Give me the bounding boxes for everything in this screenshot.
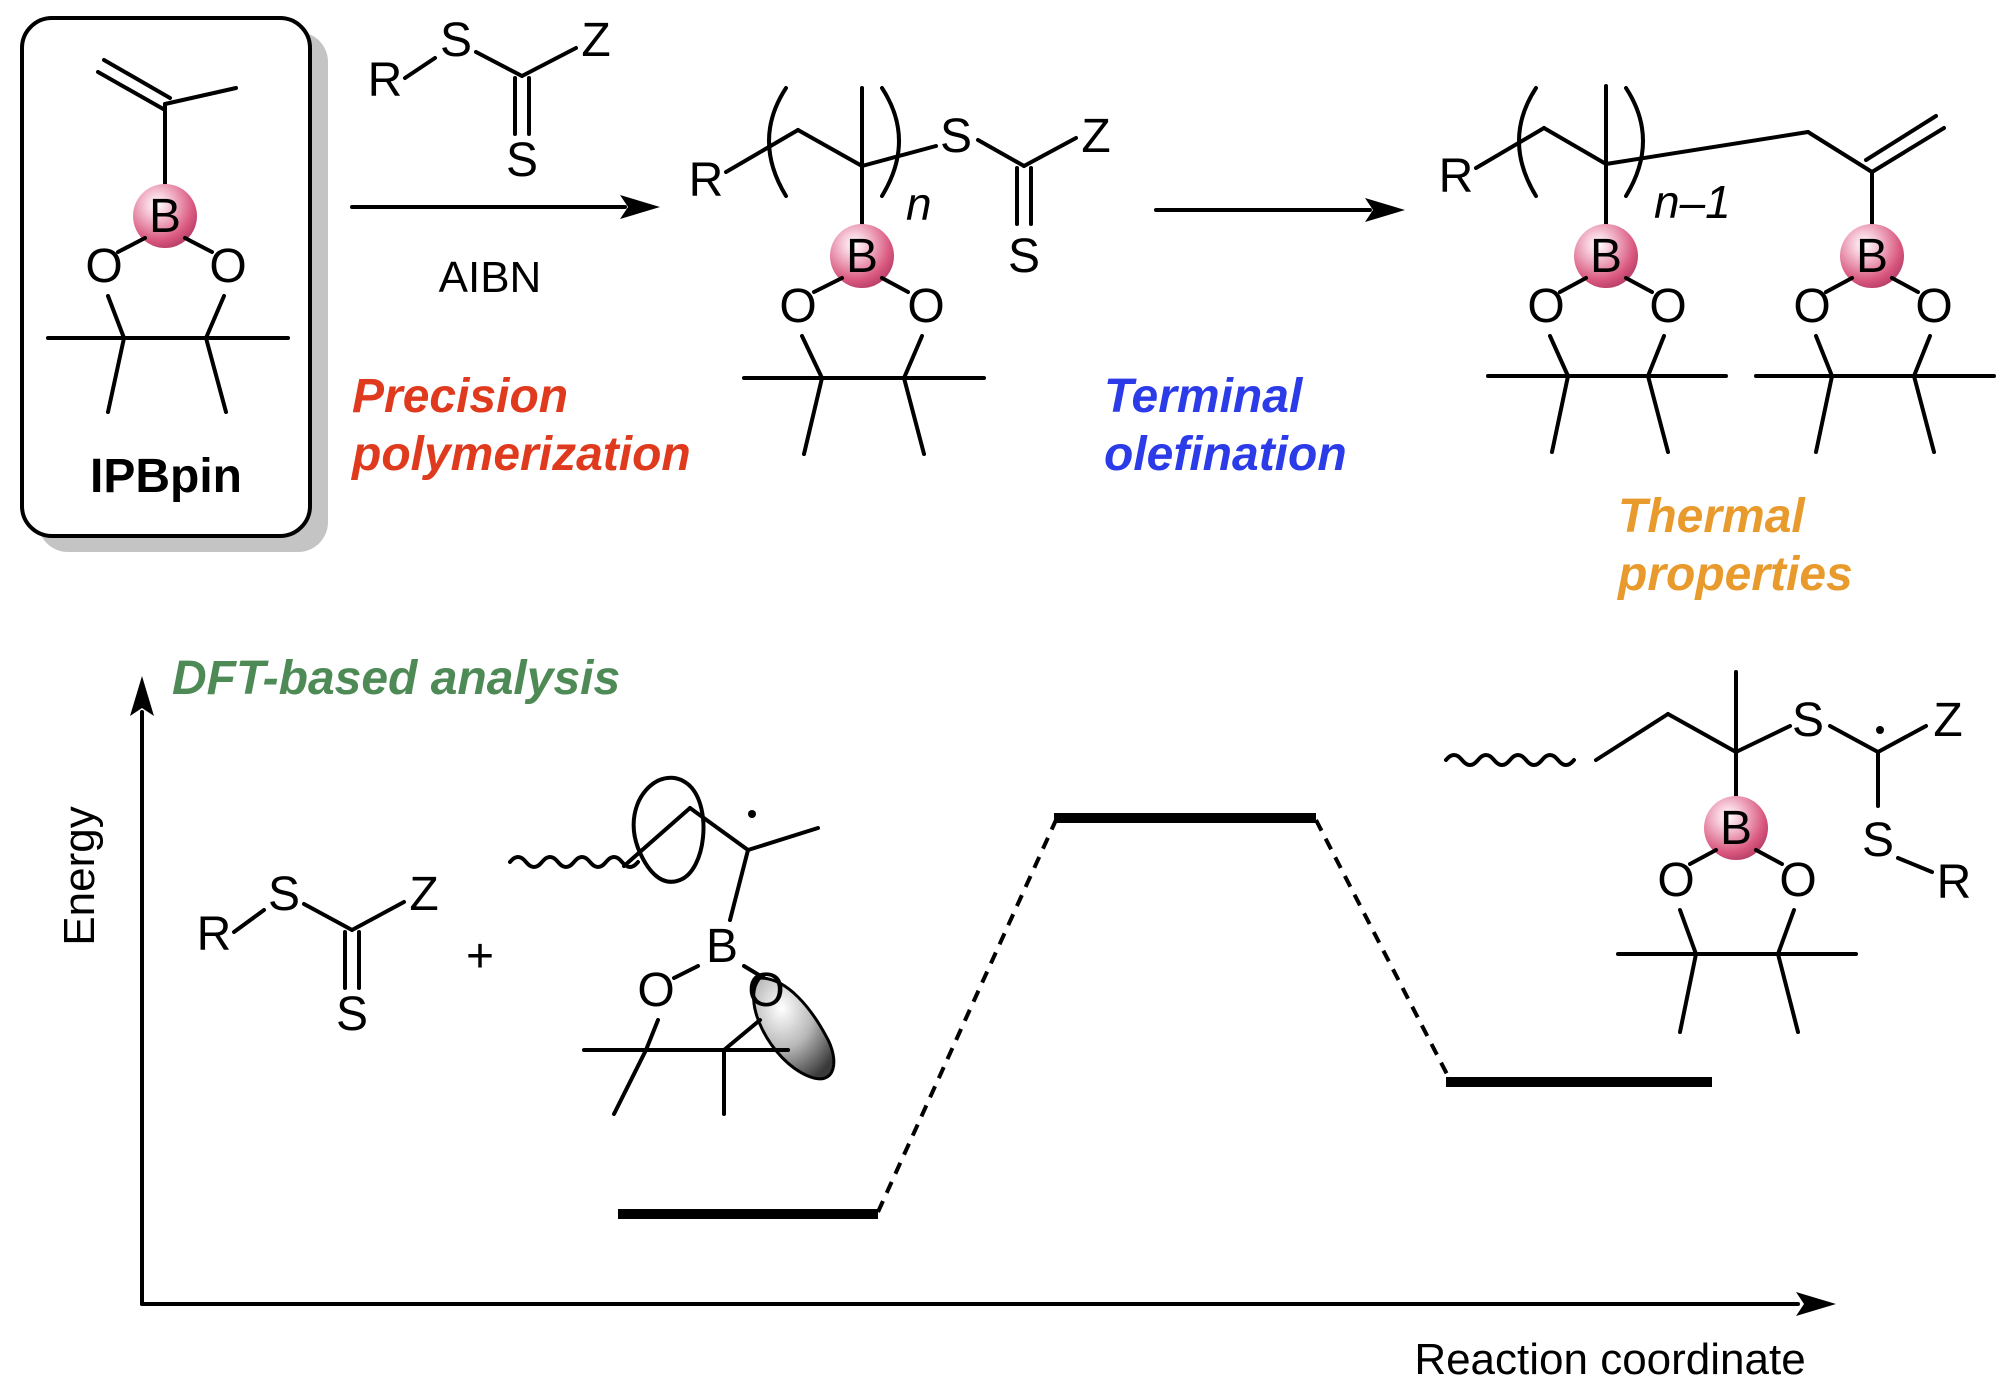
precision-label-line2: polymerization [350, 428, 691, 481]
oxygen-atom: O [1657, 854, 1694, 907]
z-group: Z [1933, 694, 1962, 747]
cta-reagent-bottom: R S Z S [197, 868, 439, 1041]
oxygen-atom: O [1779, 854, 1816, 907]
terminal-label-line1: Terminal [1104, 370, 1304, 423]
boron-atom: B [706, 920, 738, 973]
sulfur-atom: S [1792, 694, 1824, 747]
oxygen-atom: O [1649, 280, 1686, 333]
reaction-arrow-1: AIBN [350, 195, 660, 302]
oxygen-atom: O [747, 964, 784, 1017]
ipbpin-label: IPBpin [90, 450, 242, 503]
plus-sign: + [466, 930, 494, 983]
sulfur-atom: S [940, 110, 972, 163]
oxygen-atom: O [1915, 280, 1952, 333]
thermal-label-line2: properties [1616, 548, 1853, 601]
z-group: Z [581, 14, 610, 67]
boron-atom: B [846, 230, 878, 283]
sulfur-atom: S [440, 14, 472, 67]
y-axis-label: Energy [55, 806, 104, 945]
dft-label: DFT-based analysis [172, 652, 620, 705]
sulfur-atom: S [336, 988, 368, 1041]
oxygen-atom: O [1527, 280, 1564, 333]
r-group: R [197, 908, 232, 961]
oxygen-atom: O [907, 280, 944, 333]
z-group: Z [409, 868, 438, 921]
ipbpin-box: B O O IPBpin [20, 16, 328, 552]
r-group: R [689, 154, 724, 207]
oxygen-atom: O [637, 964, 674, 1017]
sulfur-atom: S [268, 868, 300, 921]
thermal-label-line1: Thermal [1618, 490, 1806, 543]
subscript-n-minus-1: n–1 [1654, 176, 1731, 228]
terminal-label-line2: olefination [1104, 428, 1347, 481]
r-group: R [1439, 150, 1474, 203]
z-group: Z [1081, 110, 1110, 163]
oxygen-atom: O [85, 240, 122, 293]
oxygen-atom: O [1793, 280, 1830, 333]
subscript-n: n [906, 178, 932, 230]
sulfur-atom: S [1008, 230, 1040, 283]
boron-atom: B [149, 190, 181, 243]
precision-label-line1: Precision [352, 370, 568, 423]
oxygen-atom: O [209, 240, 246, 293]
sulfur-atom: S [1862, 814, 1894, 867]
x-axis-label: Reaction coordinate [1414, 1335, 1805, 1384]
cta-reagent-top: R S Z S [368, 14, 611, 187]
reagent-aibn: AIBN [439, 253, 542, 302]
r-group: R [368, 54, 403, 107]
r-group: R [1937, 856, 1972, 909]
energy-axes: Energy Reaction coordinate [55, 676, 1836, 1384]
oxygen-atom: O [779, 280, 816, 333]
boron-atom: B [1720, 802, 1752, 855]
adduct-radical: S Z S R B O O [1444, 670, 1972, 1034]
boron-atom: B [1856, 230, 1888, 283]
boron-atom: B [1590, 230, 1622, 283]
polymer-product-2: R n–1 B O O B O O [1439, 84, 1996, 454]
polymer-product-1: R n S Z S B O O [689, 86, 1111, 456]
energy-profile [618, 813, 1712, 1219]
radical-monomer: B O O [508, 775, 836, 1116]
reaction-arrow-2 [1154, 198, 1405, 222]
sulfur-atom: S [506, 134, 538, 187]
